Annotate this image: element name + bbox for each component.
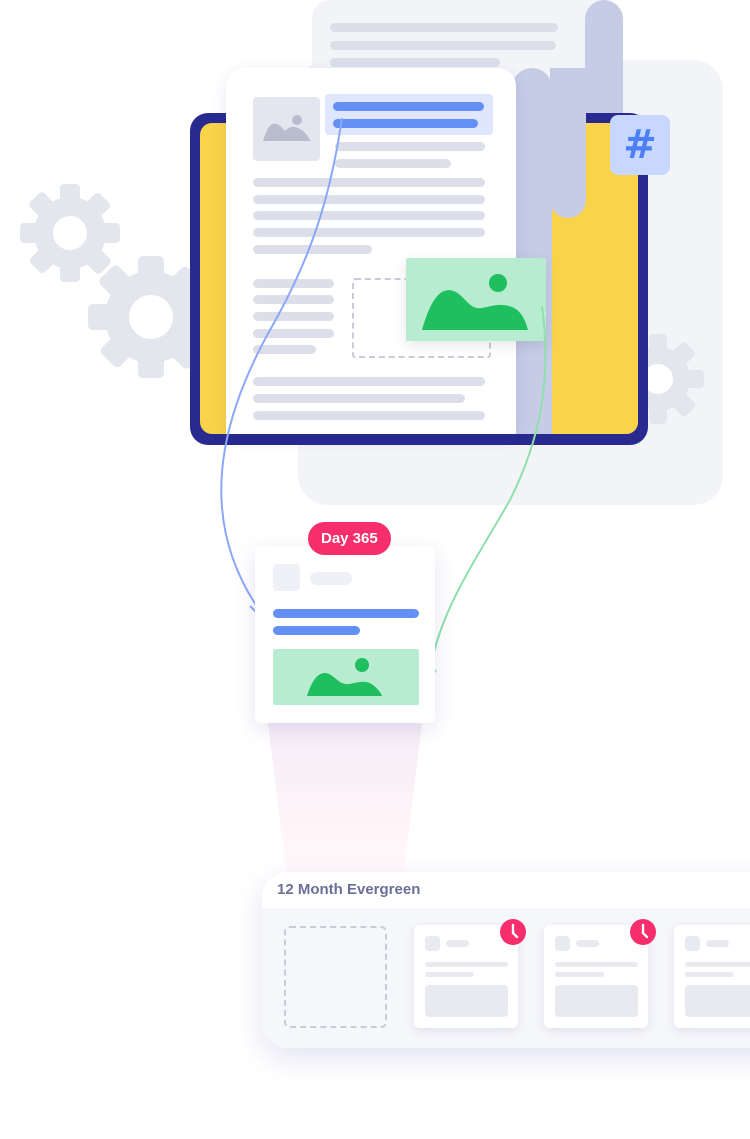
queued-post-card[interactable] <box>414 925 518 1028</box>
document-tab-curl <box>550 68 586 218</box>
image-icon <box>307 658 382 696</box>
text-line <box>253 245 372 254</box>
text-line <box>425 962 508 967</box>
clock-icon <box>630 919 656 945</box>
text-line <box>335 142 485 151</box>
title-line <box>333 119 478 128</box>
text-line <box>253 377 485 386</box>
image-icon <box>263 115 311 141</box>
text-line <box>253 345 316 354</box>
image-placeholder <box>425 985 508 1017</box>
queue-title: 12 Month Evergreen <box>277 881 421 898</box>
text-line <box>555 972 604 977</box>
image-placeholder <box>555 985 638 1017</box>
image-placeholder <box>685 985 750 1017</box>
text-line <box>253 228 485 237</box>
image-icon <box>422 274 528 330</box>
hashtag-icon: # <box>610 115 670 175</box>
title-line <box>273 609 419 618</box>
text-line <box>425 972 474 977</box>
text-line <box>253 411 485 420</box>
queued-post-card[interactable] <box>674 925 750 1028</box>
author-line <box>310 572 352 585</box>
author-line <box>706 940 729 947</box>
gear-icon <box>20 180 120 286</box>
empty-slot[interactable] <box>284 926 387 1028</box>
text-line <box>555 962 638 967</box>
text-line <box>253 178 485 187</box>
queued-post-card[interactable] <box>544 925 648 1028</box>
text-line <box>330 23 558 32</box>
title-highlight <box>325 94 493 135</box>
text-line <box>330 41 556 50</box>
author-line <box>576 940 599 947</box>
avatar <box>685 936 700 951</box>
author-line <box>446 940 469 947</box>
card-image <box>273 649 419 705</box>
title-line <box>333 102 484 111</box>
clock-icon <box>500 919 526 945</box>
text-line <box>253 394 465 403</box>
text-line <box>330 58 500 67</box>
text-line <box>253 195 485 204</box>
avatar <box>555 936 570 951</box>
text-line <box>253 329 334 338</box>
text-line <box>335 159 451 168</box>
title-line <box>273 626 360 635</box>
avatar <box>273 564 300 591</box>
featured-image <box>406 258 546 341</box>
text-line <box>253 312 334 321</box>
text-line <box>685 972 734 977</box>
avatar <box>425 936 440 951</box>
text-line <box>685 962 750 967</box>
text-line <box>253 295 334 304</box>
text-line <box>253 211 485 220</box>
thumbnail-placeholder <box>253 97 320 161</box>
day-badge: Day 365 <box>308 522 391 555</box>
